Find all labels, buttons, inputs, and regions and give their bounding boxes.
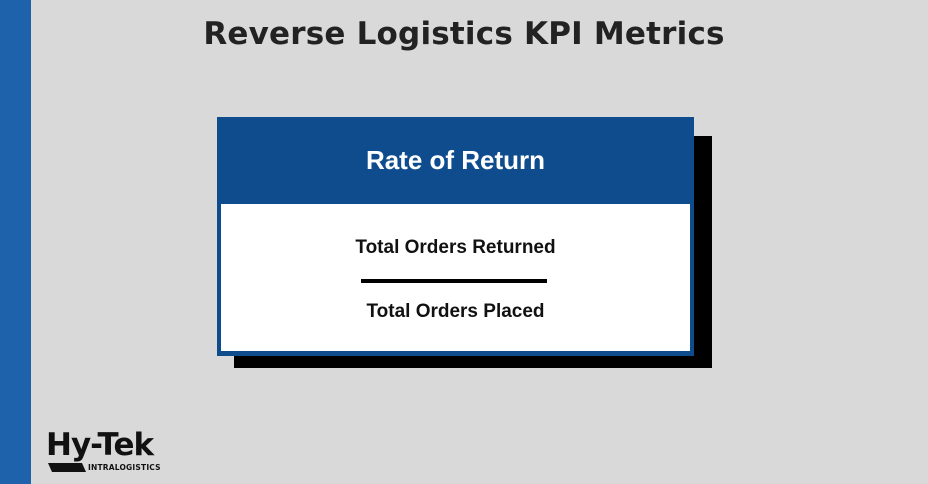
formula-numerator: Total Orders Returned [355,237,556,258]
logo-tagline: INTRALOGISTICS [88,463,161,472]
page-title: Reverse Logistics KPI Metrics [203,16,725,52]
company-logo: Hy-Tek INTRALOGISTICS [46,427,166,477]
left-accent-bar [0,0,31,484]
logo-swoosh-icon [48,463,86,472]
formula-body: Total Orders Returned Total Orders Place… [221,204,690,351]
kpi-card: Rate of Return Total Orders Returned Tot… [217,117,694,356]
fraction-divider [361,279,547,283]
logo-wordmark: Hy-Tek [46,427,154,463]
card-header: Rate of Return [217,117,694,204]
card-title: Rate of Return [365,145,546,175]
formula-denominator: Total Orders Placed [366,301,545,322]
